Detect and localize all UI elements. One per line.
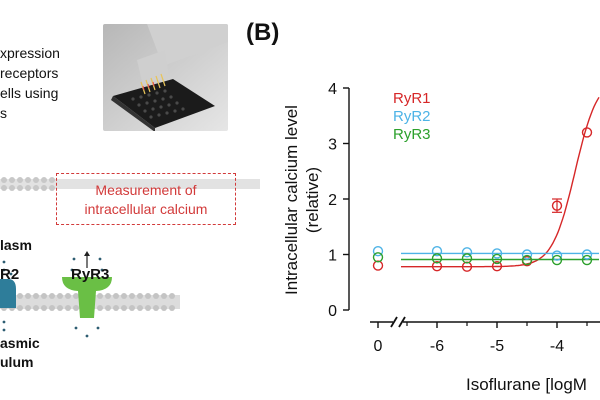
point-ryr3-1	[461, 253, 473, 264]
well-plate-illustration	[103, 24, 228, 131]
y-tick-label-0: 0	[328, 303, 337, 320]
measurement-line-2: intracellular calcium	[84, 201, 208, 217]
panel-a-description: xpression receptors ells using s	[0, 43, 60, 123]
x-tick-label--4: -4	[550, 338, 564, 355]
fit-curves	[401, 96, 600, 268]
x-tick-label-0: 0	[374, 338, 383, 355]
ryr3-label: RyR3	[71, 266, 110, 283]
point-ryr2-2	[491, 248, 503, 259]
point-ryr3-3	[521, 254, 533, 266]
cytoplasm-label: lasm	[0, 237, 32, 253]
upper-membrane	[0, 177, 260, 191]
y-tick-label-4: 4	[328, 81, 337, 98]
x-tick-label--6: -6	[430, 338, 444, 355]
point-ryr2-4	[551, 250, 563, 261]
description-line-1: xpression	[0, 45, 60, 61]
description-line-3: ells using	[0, 85, 59, 101]
legend-ryr2: RyR2	[393, 108, 431, 125]
y-tick-label-1: 1	[328, 248, 337, 265]
data-points	[372, 127, 593, 272]
axis-break-mark-2	[398, 316, 406, 328]
legend-ryr3: RyR3	[393, 126, 431, 143]
point-ryr3-2	[491, 253, 503, 265]
ryr2-label: R2	[0, 266, 20, 283]
description-line-4: s	[0, 105, 7, 121]
point-ryr1-5	[581, 127, 593, 138]
description-line-2: receptors	[0, 65, 59, 81]
y-tick-label-3: 3	[328, 137, 337, 154]
y-axis-label-line-2: (relative)	[303, 167, 322, 233]
fit-curve-ryr1	[401, 96, 600, 268]
ryr2-channel	[0, 279, 16, 308]
measurement-line-1: Measurement of	[95, 182, 197, 198]
measurement-box: Measurement of intracellular calcium	[56, 173, 236, 225]
point-ryr3-4	[551, 254, 563, 266]
point-ryr1-4	[551, 200, 563, 211]
point-ryr1-2	[491, 260, 503, 272]
point-ryr2-zero	[372, 245, 384, 257]
y-axis: 0 1 2 3 4	[328, 81, 350, 320]
x-axis: 0 -6 -5 -4	[370, 316, 600, 355]
cell-membrane-diagram	[0, 177, 260, 338]
reticulum-label: ulum	[0, 354, 34, 370]
point-ryr3-0	[431, 253, 443, 264]
panel-b-label: (B)	[246, 19, 280, 46]
sarcoplasmic-label: asmic	[0, 335, 40, 351]
point-ryr2-5	[581, 249, 593, 260]
x-tick-label--5: -5	[490, 338, 504, 355]
calcium-dots	[2, 257, 104, 338]
x-axis-label: Isoflurane [logM	[466, 375, 587, 394]
point-ryr3-5	[581, 254, 593, 266]
point-ryr3-zero	[372, 252, 384, 263]
axis-break-mark-1	[390, 316, 398, 328]
point-ryr2-0	[431, 245, 443, 257]
legend-ryr1: RyR1	[393, 90, 431, 107]
point-ryr2-1	[461, 247, 473, 258]
y-tick-label-2: 2	[328, 192, 337, 209]
well-plate-photo	[103, 24, 228, 131]
point-ryr2-3	[521, 249, 533, 260]
point-ryr1-0	[431, 260, 443, 272]
ryr3-arrow	[84, 251, 90, 268]
ryr3-channel	[62, 277, 112, 318]
y-axis-label-line-1: Intracellular calcium level	[282, 105, 301, 295]
